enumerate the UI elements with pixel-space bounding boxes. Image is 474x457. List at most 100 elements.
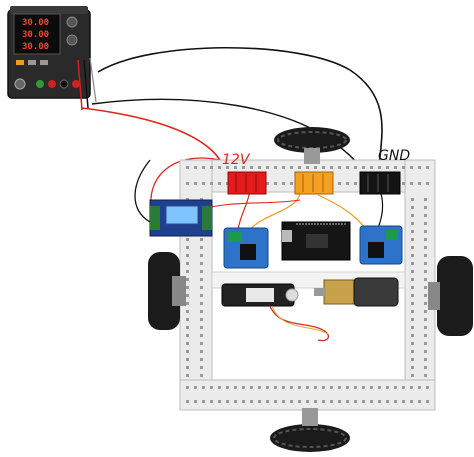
frame-hole — [424, 334, 427, 337]
frame-hole — [322, 166, 325, 169]
terminal-green — [36, 80, 44, 88]
frame-hole — [354, 182, 357, 185]
frame-hole — [282, 400, 285, 403]
power-supply: 30.00 30.00 30.00 — [7, 6, 97, 111]
wheel-icon — [148, 252, 180, 330]
frame-hole — [394, 400, 397, 403]
omni-wheel-bottom — [270, 408, 350, 452]
frame-hole — [242, 386, 245, 389]
frame-hole — [210, 386, 213, 389]
label-gnd: GND — [378, 148, 410, 164]
frame-hole — [418, 182, 421, 185]
frame-hole — [346, 166, 349, 169]
frame-hole — [186, 166, 189, 169]
frame-hole — [411, 294, 414, 297]
omni-wheel-band — [273, 428, 347, 448]
frame-hole — [426, 182, 429, 185]
frame-bottom-rail — [179, 379, 436, 411]
frame-hole — [186, 318, 189, 321]
frame-hole — [186, 350, 189, 353]
servo-label — [246, 288, 274, 302]
frame-hole — [418, 400, 421, 403]
microcontroller-board — [281, 221, 351, 261]
microcontroller-usb — [282, 230, 292, 242]
terminal-block-black — [359, 171, 401, 195]
frame-hole — [424, 198, 427, 201]
motor-driver-right — [359, 225, 403, 265]
motor-driver-chip — [368, 242, 384, 258]
frame-hole — [210, 182, 213, 185]
button-grey-2 — [40, 60, 48, 65]
frame-hole — [200, 286, 203, 289]
frame-hole — [186, 374, 189, 377]
frame-hole — [186, 326, 189, 329]
frame-hole — [424, 206, 427, 209]
frame-hole — [194, 386, 197, 389]
frame-hole — [242, 166, 245, 169]
frame-hole — [266, 166, 269, 169]
frame-hole — [354, 386, 357, 389]
frame-hole — [402, 400, 405, 403]
frame-hole — [258, 386, 261, 389]
frame-hole — [186, 334, 189, 337]
frame-hole — [218, 386, 221, 389]
black-wire-driver — [377, 189, 384, 229]
wheel-left — [148, 252, 186, 330]
frame-hole — [186, 254, 189, 257]
frame-hole — [202, 400, 205, 403]
frame-hole — [411, 286, 414, 289]
frame-hole — [424, 326, 427, 329]
knob-2 — [66, 34, 78, 46]
terminal-red-1 — [48, 80, 56, 88]
frame-hole — [186, 358, 189, 361]
frame-hole — [266, 386, 269, 389]
frame-hole — [411, 222, 414, 225]
frame-hole — [218, 182, 221, 185]
frame-hole — [411, 358, 414, 361]
frame-hole — [186, 246, 189, 249]
frame-hole — [202, 166, 205, 169]
frame-hole — [202, 182, 205, 185]
frame-hole — [426, 166, 429, 169]
probe-lead-red — [77, 59, 83, 111]
frame-hole — [362, 400, 365, 403]
frame-hole — [266, 400, 269, 403]
frame-hole — [200, 326, 203, 329]
frame-hole — [424, 350, 427, 353]
servo-cable — [269, 305, 330, 342]
frame-hole — [338, 182, 341, 185]
frame-hole — [424, 318, 427, 321]
controller-board-terminal-left — [150, 206, 160, 230]
frame-hole — [424, 374, 427, 377]
servo — [221, 283, 330, 342]
terminal-red-2 — [72, 80, 80, 88]
wheel-icon — [437, 256, 473, 336]
frame-hole — [314, 400, 317, 403]
frame-hole — [362, 166, 365, 169]
frame-hole — [200, 374, 203, 377]
frame-hole — [266, 182, 269, 185]
terminal-block-icon — [227, 171, 267, 195]
frame-hole — [194, 182, 197, 185]
frame-hole — [386, 386, 389, 389]
frame-hole — [194, 400, 197, 403]
frame-hole — [186, 286, 189, 289]
omni-wheel-axle — [304, 148, 320, 164]
frame-hole — [410, 400, 413, 403]
frame-hole — [424, 286, 427, 289]
motor-driver-terminal — [228, 232, 242, 242]
frame-hole — [186, 238, 189, 241]
probe-lead-black — [83, 59, 89, 109]
gear-motor — [314, 277, 399, 307]
frame-hole — [424, 278, 427, 281]
frame-hole — [186, 386, 189, 389]
frame-hole — [330, 166, 333, 169]
frame-hole — [338, 386, 341, 389]
power-button — [14, 78, 26, 90]
frame-hole — [394, 386, 397, 389]
motor-can — [353, 277, 399, 307]
frame-hole — [258, 400, 261, 403]
frame-hole — [282, 386, 285, 389]
controller-board-screen — [165, 205, 199, 225]
frame-hole — [411, 230, 414, 233]
